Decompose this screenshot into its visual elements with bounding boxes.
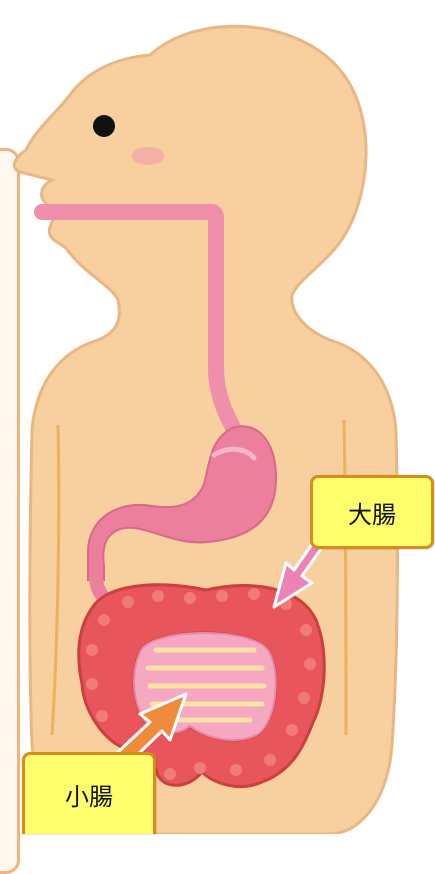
digestive-system-illustration (0, 0, 435, 834)
eye (93, 115, 115, 137)
cheek (132, 147, 164, 165)
small-intestine-label: 小腸 (22, 752, 156, 834)
large-intestine-label: 大腸 (310, 475, 434, 549)
